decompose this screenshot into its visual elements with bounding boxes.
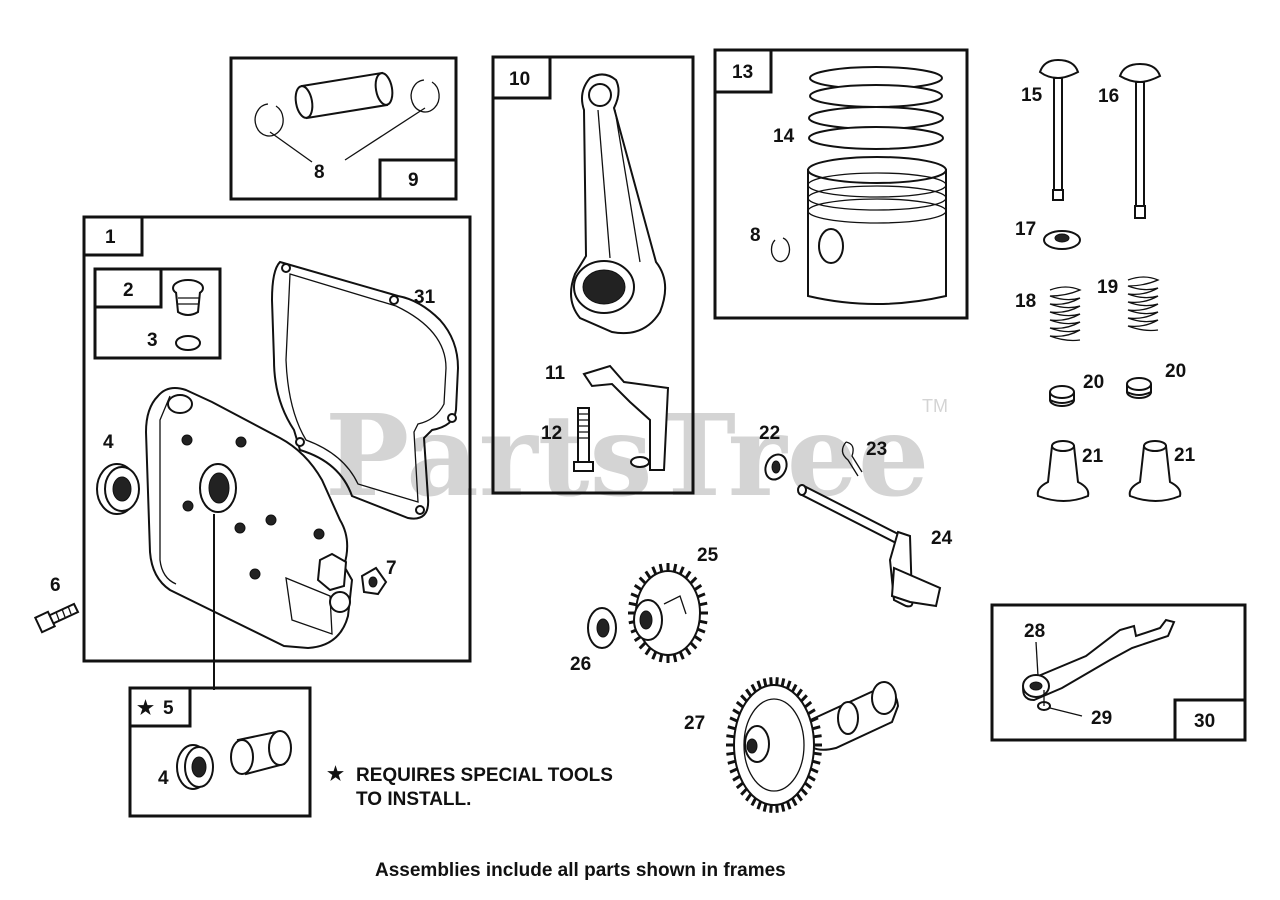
frame-label-13: 13 [732,62,753,83]
label-22: 22 [759,423,780,444]
retaining-clip-right [410,79,440,113]
piston-pin-clip [770,237,791,263]
valve-spring-18 [1049,286,1082,342]
label-6: 6 [50,575,61,596]
label-12: 12 [541,423,562,444]
governor-lever [1022,618,1176,702]
label-26: 26 [570,654,591,675]
valve-spring-retainer [1043,230,1081,250]
label-28: 28 [1024,621,1045,642]
label-21b: 21 [1174,445,1196,466]
piston [807,156,947,305]
label-24: 24 [931,528,953,549]
label-19: 19 [1097,277,1118,298]
seal-install-sleeve [230,730,292,776]
label-18: 18 [1015,291,1036,312]
oil-dipper [582,364,670,471]
piston-rings [808,66,944,150]
governor-gear [628,563,708,663]
label-8: 8 [314,162,325,183]
oil-seal [96,463,140,515]
note-line-1: REQUIRES SPECIAL TOOLS [356,765,613,786]
label-29: 29 [1091,708,1112,729]
label-20b: 20 [1165,361,1186,382]
frame-label-5: ★ [137,698,154,719]
connecting-rod-bolt [573,407,594,472]
cover-bolt [33,602,80,634]
footer-note: Assemblies include all parts shown in fr… [375,860,786,881]
frame-label-9: 9 [408,170,419,191]
frame-label-10: 10 [509,69,530,90]
label-8b: 8 [750,225,761,246]
retaining-clip-left [254,103,284,137]
label-27: 27 [684,713,705,734]
frame-1: 1 2 3 31 [82,215,472,690]
lever-bolt [1037,690,1051,711]
frame-5: ★ 5 4 [128,686,312,818]
frame-13: 13 14 8 [713,48,969,320]
label-20a: 20 [1083,372,1104,393]
valve-keeper-left [1049,385,1075,407]
frame-label-30: 30 [1194,711,1215,732]
plug-o-ring [175,335,201,351]
label-15: 15 [1021,85,1043,106]
note-line-2: TO INSTALL. [356,789,471,810]
label-14: 14 [773,126,795,147]
frame-10: 10 11 12 [491,55,695,495]
valve-spring-19 [1127,276,1160,332]
frame-label-5-number: 5 [163,698,174,719]
piston-pin [294,71,394,120]
label-4: 4 [103,432,114,453]
label-11: 11 [545,363,566,384]
crankcase-cover [144,387,354,650]
label-3: 3 [147,330,158,351]
watermark-tm: TM [922,396,948,416]
connecting-rod [570,73,667,334]
valve-guide-left [1036,440,1090,502]
valve-guide-right [1128,440,1182,502]
label-4b: 4 [158,768,169,789]
exhaust-valve [1038,58,1080,201]
oil-fill-plug [172,279,204,316]
governor-shaft [797,484,942,608]
camshaft [726,677,900,813]
label-16: 16 [1098,86,1119,107]
frame-30: 30 28 29 [990,603,1247,742]
label-17: 17 [1015,219,1036,240]
seal-kit-seal [176,744,214,790]
note-star: ★ [327,764,344,785]
breather-fitting [360,566,388,596]
frame-label-2: 2 [123,280,134,301]
intake-valve [1118,62,1162,219]
label-31: 31 [414,287,436,308]
gear-washer [587,607,617,649]
label-23: 23 [866,439,887,460]
crankcase-gasket [270,260,460,520]
label-25: 25 [697,545,719,566]
gasket-inner [285,273,447,503]
governor-washer [764,453,788,481]
frame-9: 9 8 [229,56,458,201]
label-21a: 21 [1082,446,1104,467]
frame-label-1: 1 [105,227,116,248]
hairpin-clip [841,441,863,477]
special-tools-note: ★ REQUIRES SPECIAL TOOLS TO INSTALL. [327,764,613,810]
label-7: 7 [386,558,397,579]
valve-keeper-right [1126,377,1152,399]
